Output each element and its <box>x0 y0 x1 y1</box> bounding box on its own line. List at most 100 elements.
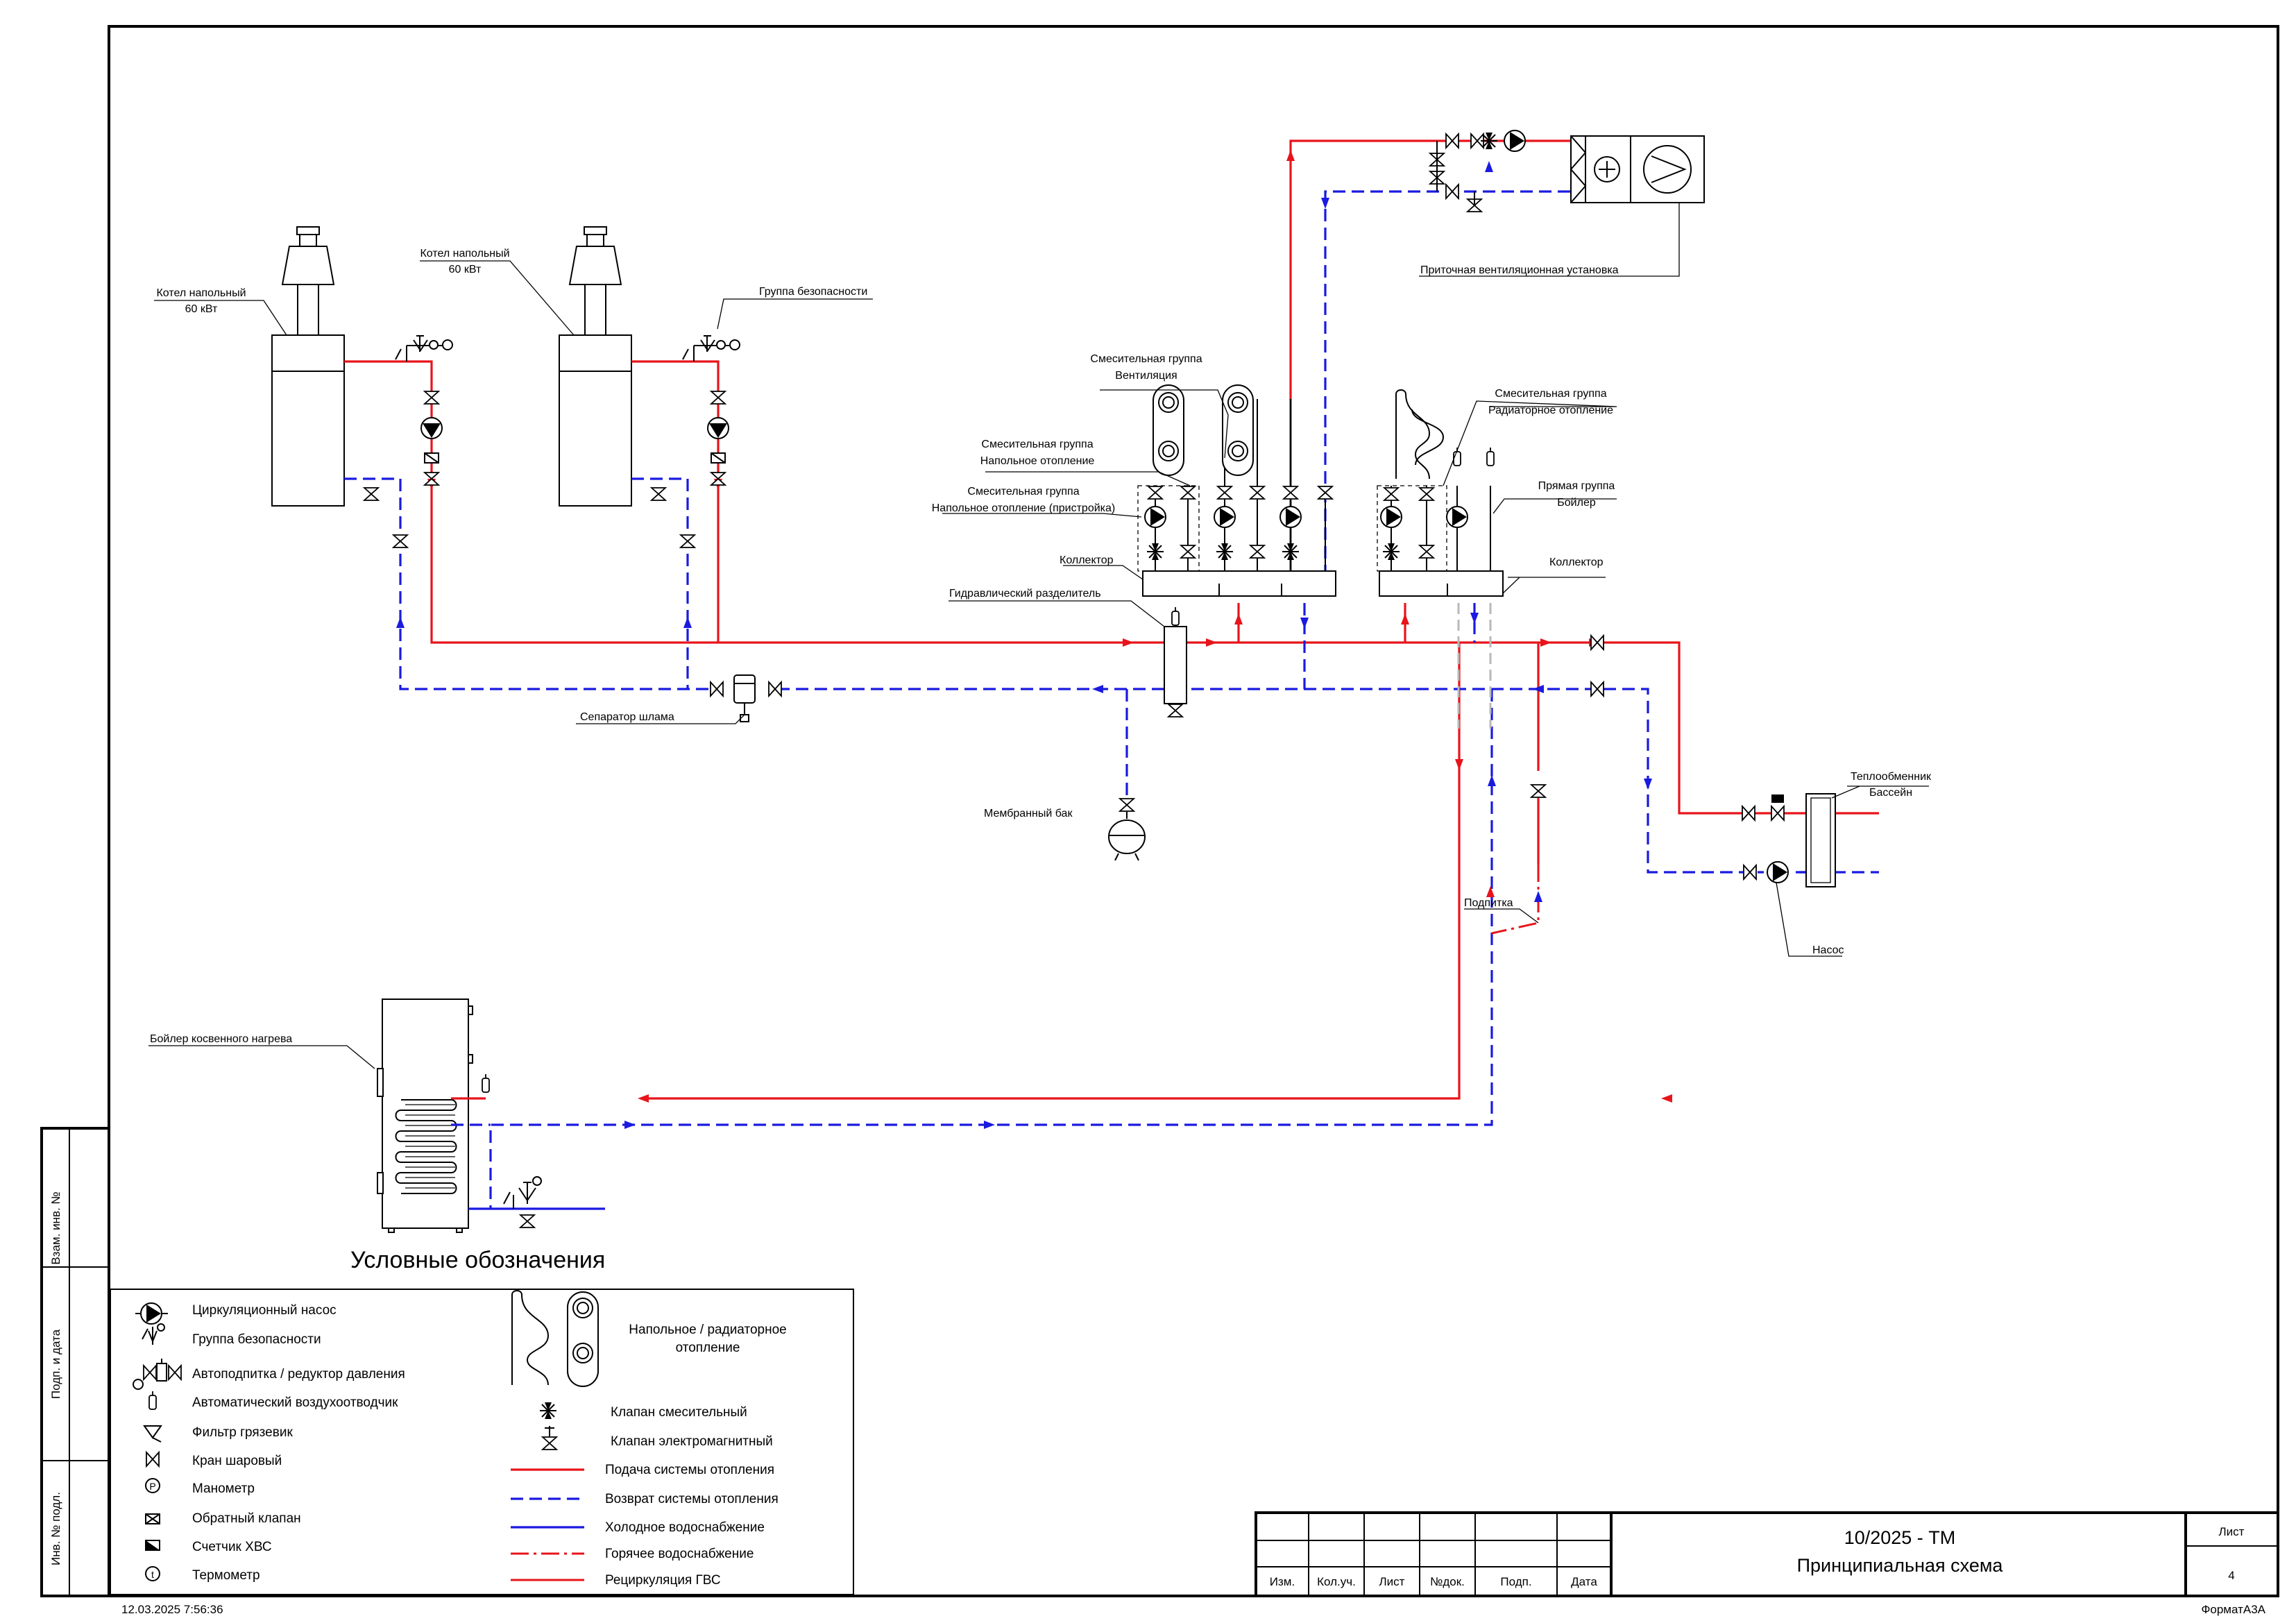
thermometer-icon: t <box>145 1566 160 1581</box>
legend-item-6: Кран шаровый <box>192 1454 282 1468</box>
label-hydro-splitter: Гидравлический разделитель <box>949 588 1101 600</box>
footer-datetime: 12.03.2025 7:56:36 <box>121 1603 223 1616</box>
misc-valves <box>1590 635 1604 697</box>
hydraulic-splitter <box>1164 606 1187 717</box>
label-collector-left: Коллектор <box>1060 554 1114 566</box>
stamp-code: 10/2025 - ТМ <box>1844 1527 1956 1548</box>
legend-line-recirc: Рециркуляция ГВС <box>605 1573 721 1588</box>
label-mix-floor-a: Смесительная группа <box>981 439 1093 450</box>
label-collector-right: Коллектор <box>1549 556 1604 568</box>
label-mix-floor-ext-b: Напольное отопление (пристройка) <box>932 502 1116 514</box>
legend-heater-a: Напольное / радиаторное <box>629 1323 786 1337</box>
drawing-frame <box>108 25 2279 1597</box>
ball-valve-icon <box>146 1452 160 1467</box>
label-boiler2-b: 60 кВт <box>449 264 482 275</box>
legend-title: Условные обозначения <box>350 1247 605 1273</box>
mix-valve-icon <box>539 1402 557 1420</box>
stamp-header-2: Кол.уч. <box>1317 1575 1356 1588</box>
membrane-tank <box>1108 798 1146 861</box>
label-pump: Насос <box>1812 944 1844 956</box>
side-stamp: Взам. инв. № Подп. и дата Инв. № подл. <box>40 1127 110 1597</box>
title-block: Изм. Кол.уч. Лист №док. Подп. Дата 10/20… <box>1255 1511 2279 1597</box>
legend-item-10: Термометр <box>192 1568 260 1583</box>
label-vent-unit: Приточная вентиляционная установка <box>1420 264 1619 276</box>
supply-pipes <box>344 139 1879 1100</box>
legend-mix-valve: Клапан смесительный <box>611 1405 747 1420</box>
stamp-header-1: Изм. <box>1270 1575 1295 1588</box>
label-mix-radiator-b: Радиаторное отопление <box>1488 405 1613 416</box>
legend-item-5: Фильтр грязевик <box>192 1425 293 1440</box>
svg-text:t: t <box>151 1569 154 1580</box>
gray-lines <box>1457 603 1492 729</box>
check-valve-icon <box>145 1513 160 1524</box>
pool-heat-exchanger <box>1531 784 1836 887</box>
label-mix-radiator-a: Смесительная группа <box>1495 388 1606 400</box>
legend-item-9: Счетчик ХВС <box>192 1540 272 1554</box>
stamp-title: Принципиальная схема <box>1797 1555 2004 1576</box>
legend-line-hot: Горячее водоснабжение <box>605 1547 754 1561</box>
legend-heater-b: отопление <box>676 1341 740 1355</box>
manometer-icon: P <box>145 1478 160 1493</box>
footer-format: ФорматA3A <box>2201 1603 2265 1616</box>
legend-item-1: Циркуляционный насос <box>192 1303 337 1318</box>
svg-text:P: P <box>149 1481 155 1492</box>
stamp-sheet-label: Лист <box>2219 1525 2245 1538</box>
boiler-2 <box>559 226 632 507</box>
heater-icon <box>511 1290 599 1387</box>
label-membrane-tank: Мембранный бак <box>984 808 1073 819</box>
label-safety-group: Группа безопасности <box>759 286 867 298</box>
diagram-labels: Котел напольный 60 кВт Котел напольный 6… <box>150 248 1932 1045</box>
label-heat-exchanger-a: Теплообменник <box>1851 771 1932 783</box>
legend: Условные обозначения P <box>110 1247 854 1595</box>
boiler-1-fittings <box>364 335 453 548</box>
legend-line-supply: Подача системы отопления <box>605 1463 774 1477</box>
legend-item-2: Группа безопасности <box>192 1332 321 1347</box>
label-boiler2-a: Котел напольный <box>420 248 509 260</box>
solenoid-valve-icon <box>542 1426 557 1450</box>
legend-solenoid-valve: Клапан электромагнитный <box>611 1434 773 1449</box>
label-mix-floor-ext-a: Смесительная группа <box>967 486 1079 498</box>
label-heat-exchanger-b: Бассейн <box>1869 787 1912 799</box>
indirect-boiler <box>377 999 542 1233</box>
side-label-2: Подп. и дата <box>49 1329 62 1399</box>
safety-group-icon <box>142 1323 165 1345</box>
legend-line-cold: Холодное водоснабжение <box>605 1520 765 1535</box>
stamp-sheet-number: 4 <box>2228 1569 2234 1582</box>
pump-icon <box>140 1302 162 1325</box>
collector-left <box>1137 384 1336 597</box>
strainer-icon <box>143 1425 162 1443</box>
label-feed: Подпитка <box>1464 897 1513 909</box>
flow-arrows <box>396 150 1820 1129</box>
label-mix-vent-b: Вентиляция <box>1115 370 1177 382</box>
boiler-2-fittings <box>651 335 740 548</box>
label-indirect-boiler: Бойлер косвенного нагрева <box>150 1033 292 1045</box>
stamp-header-4: №док. <box>1430 1575 1465 1588</box>
legend-item-8: Обратный клапан <box>192 1511 301 1526</box>
label-boiler1-b: 60 кВт <box>185 303 218 315</box>
autofeed-icon <box>133 1359 182 1390</box>
label-boiler1-a: Котел напольный <box>156 287 246 299</box>
air-vent-icon <box>148 1391 157 1410</box>
label-mix-vent-a: Смесительная группа <box>1090 353 1202 365</box>
legend-item-4: Автоматический воздухоотводчик <box>192 1395 398 1410</box>
stamp-header-6: Дата <box>1571 1575 1597 1588</box>
stamp-header-3: Лист <box>1379 1575 1405 1588</box>
legend-line-return: Возврат системы отопления <box>605 1492 779 1506</box>
legend-item-7: Манометр <box>192 1481 255 1496</box>
side-label-1: Взам. инв. № <box>49 1191 62 1264</box>
stamp-header-5: Подп. <box>1500 1575 1531 1588</box>
collector-right <box>1377 389 1504 597</box>
label-separator: Сепаратор шлама <box>580 711 674 723</box>
ventilation-unit <box>1429 130 1705 212</box>
leader-lines <box>148 203 1929 1069</box>
boiler-1 <box>271 226 345 507</box>
side-label-3: Инв. № подл. <box>49 1492 62 1565</box>
label-direct-boiler-a: Прямая группа <box>1538 480 1615 492</box>
cold-water-pipe <box>527 871 1816 1210</box>
water-meter-icon <box>145 1540 160 1551</box>
legend-item-3: Автоподпитка / редуктор давления <box>192 1367 405 1382</box>
label-mix-floor-b: Напольное отопление <box>980 455 1095 467</box>
sludge-separator <box>710 674 782 722</box>
label-direct-boiler-b: Бойлер <box>1557 497 1596 509</box>
